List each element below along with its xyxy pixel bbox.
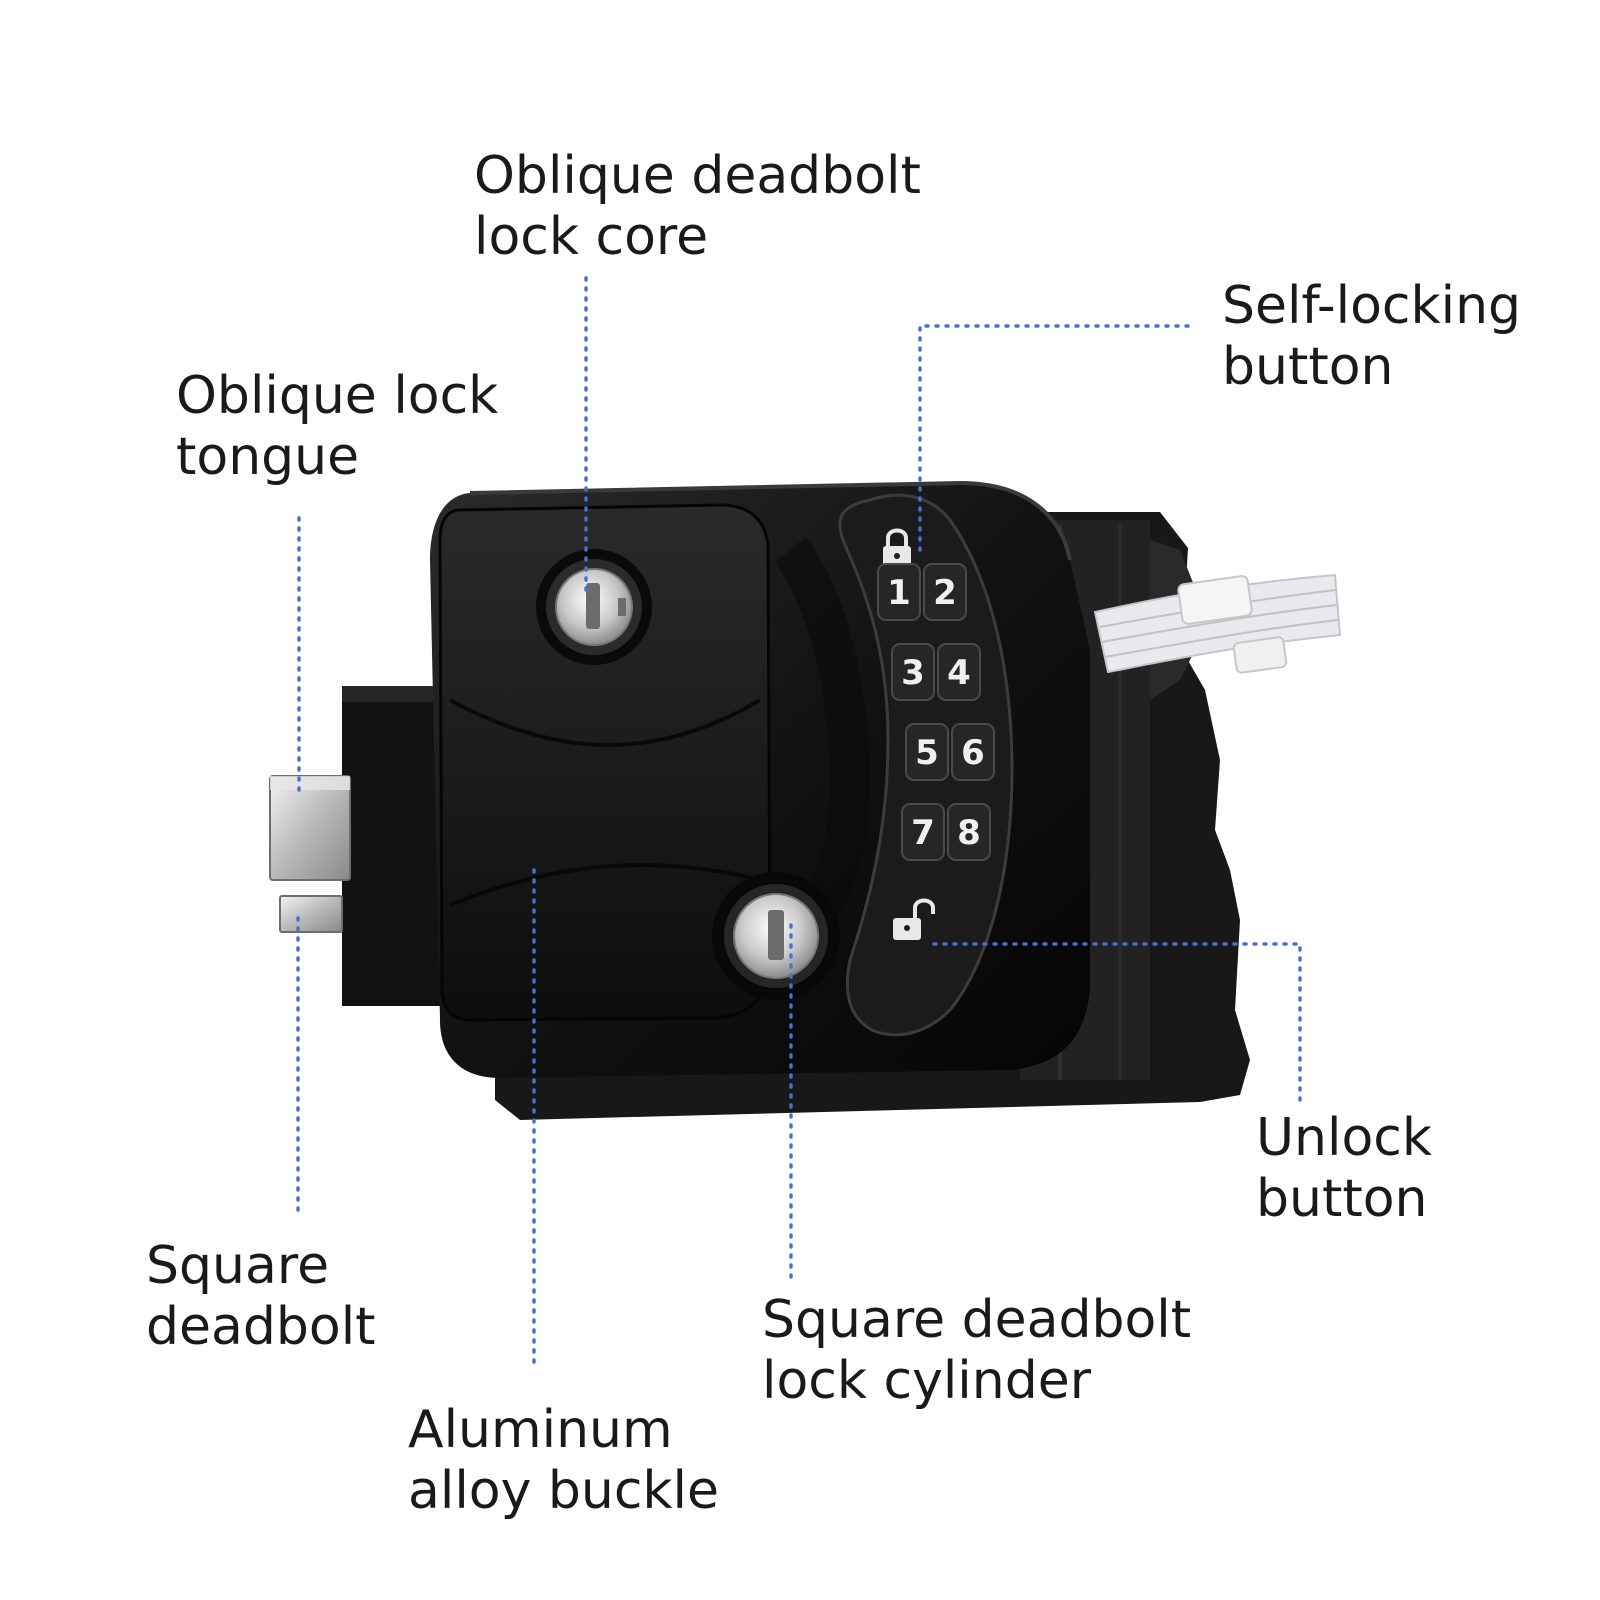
label-line: button — [1256, 1169, 1428, 1229]
label-oblique-deadbolt-lock-core: Oblique deadbolt lock core — [474, 146, 921, 268]
keypad-key-label: 3 — [901, 653, 925, 693]
latch-housing — [342, 686, 452, 1006]
leader-line-unlock-button — [932, 942, 1302, 1102]
label-line: Square — [146, 1236, 330, 1296]
keypad-key-label: 2 — [933, 573, 957, 613]
square-deadbolt-part — [279, 895, 343, 933]
label-line: Square deadbolt — [762, 1290, 1192, 1350]
keypad-key-1[interactable]: 1 — [877, 563, 921, 621]
keypad-key-face — [891, 643, 935, 701]
keypad-key-face — [951, 723, 995, 781]
label-line: Self-locking — [1222, 276, 1522, 336]
keypad-key-face — [905, 723, 949, 781]
upper-lock-cylinder — [536, 549, 652, 665]
handle-paddle — [438, 503, 871, 1022]
keypad-key-face — [877, 563, 921, 621]
keypad-key-label: 8 — [957, 813, 981, 853]
leader-line-self-locking-button — [918, 324, 1190, 559]
label-unlock-button: Unlock button — [1256, 1108, 1432, 1230]
label-aluminum-alloy-buckle: Aluminum alloy buckle — [408, 1400, 719, 1522]
label-square-deadbolt-lock-cylinder: Square deadbolt lock cylinder — [762, 1290, 1191, 1412]
label-line: button — [1222, 337, 1394, 397]
keypad-key-7[interactable]: 7 — [901, 803, 945, 861]
leader-lines — [296, 276, 1302, 1372]
keypad-key-face — [901, 803, 945, 861]
keypad-key-label: 4 — [947, 653, 971, 693]
label-line: Aluminum — [408, 1400, 673, 1460]
label-line: alloy buckle — [408, 1461, 719, 1521]
label-self-locking-button: Self-locking button — [1222, 276, 1521, 398]
lock-closed-icon[interactable] — [883, 528, 911, 569]
label-line: deadbolt — [146, 1297, 376, 1357]
keypad-key-4[interactable]: 4 — [937, 643, 981, 701]
oblique-lock-tongue-part — [269, 775, 351, 881]
label-line: lock cylinder — [762, 1351, 1092, 1411]
label-line: lock core — [474, 207, 709, 267]
lower-lock-cylinder — [712, 872, 840, 1000]
keypad-key-face — [937, 643, 981, 701]
keypad-key-3[interactable]: 3 — [891, 643, 935, 701]
keypad-key-2[interactable]: 2 — [923, 563, 967, 621]
wire-harness — [1093, 573, 1342, 674]
label-square-deadbolt: Square deadbolt — [146, 1236, 376, 1358]
label-line: Oblique lock — [176, 366, 499, 426]
keypad-key-label: 1 — [887, 573, 911, 613]
keypad-key-8[interactable]: 8 — [947, 803, 991, 861]
label-line: tongue — [176, 427, 360, 487]
keypad-key-label: 7 — [911, 813, 935, 853]
keypad-key-5[interactable]: 5 — [905, 723, 949, 781]
keypad-key-label: 5 — [915, 733, 939, 773]
label-oblique-lock-tongue: Oblique lock tongue — [176, 366, 498, 488]
label-line: Unlock — [1256, 1108, 1432, 1168]
keypad-key-label: 6 — [961, 733, 985, 773]
keypad-key-face — [923, 563, 967, 621]
keypad-key-6[interactable]: 6 — [951, 723, 995, 781]
label-line: Oblique deadbolt — [474, 146, 921, 206]
lock-open-icon[interactable] — [893, 898, 935, 941]
keypad-key-face — [947, 803, 991, 861]
